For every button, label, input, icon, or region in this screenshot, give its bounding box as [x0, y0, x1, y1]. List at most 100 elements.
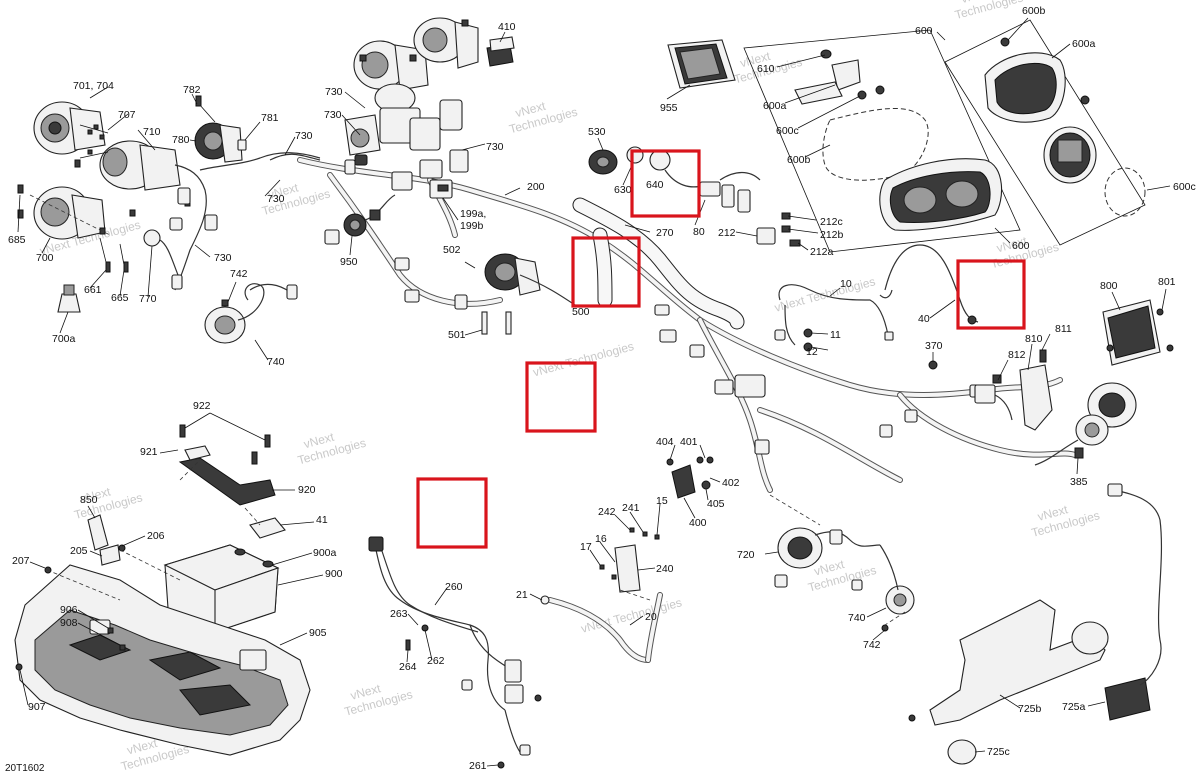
main-harness: [269, 153, 1078, 493]
harness-260: [368, 536, 542, 769]
headlight-lower: [33, 186, 106, 240]
callout-17: 17: [580, 541, 592, 553]
callout-15: 15: [656, 495, 668, 507]
callout-261: 261: [469, 760, 487, 772]
gps-display-955: [667, 39, 736, 89]
gauge-housing-600: [879, 158, 1003, 231]
callout-742-left: 742: [230, 268, 248, 280]
callout-262: 262: [427, 655, 445, 667]
callout-500: 500: [572, 306, 590, 318]
callout-401: 401: [680, 436, 698, 448]
gauge-face: [1043, 126, 1097, 184]
callout-600-bottom: 600: [1012, 240, 1030, 252]
callout-212: 212: [718, 227, 736, 239]
battery-tray-905: [14, 564, 311, 756]
cable-20: [540, 592, 663, 663]
relay-410: [486, 36, 515, 67]
side-connectors: [169, 139, 321, 231]
callout-212a: 212a: [810, 246, 834, 258]
guide-lines: [29, 194, 906, 626]
bracket-810-811-812: [928, 349, 1053, 431]
diagram-code: 20T1602: [5, 763, 45, 774]
callout-16: 16: [595, 533, 607, 545]
callout-264: 264: [399, 661, 417, 673]
callout-661: 661: [84, 284, 102, 296]
callout-780: 780: [172, 134, 190, 146]
headlight-upper: [33, 101, 106, 155]
lamp-740-right: [851, 544, 915, 632]
callout-10: 10: [840, 278, 852, 290]
callout-402: 402: [722, 477, 740, 489]
callout-900a: 900a: [313, 547, 337, 559]
callout-242: 242: [598, 506, 616, 518]
callout-610: 610: [757, 63, 775, 75]
callout-630: 630: [614, 184, 632, 196]
callout-725a: 725a: [1062, 701, 1086, 713]
callout-206: 206: [147, 530, 165, 542]
callout-80: 80: [693, 226, 705, 238]
callout-11: 11: [830, 329, 841, 341]
callout-810: 810: [1025, 333, 1043, 345]
lamp-720: [774, 527, 881, 588]
callout-725b: 725b: [1018, 703, 1042, 715]
control-502-500: [464, 253, 576, 306]
callout-207: 207: [12, 555, 30, 567]
callout-801: 801: [1158, 276, 1176, 288]
callout-730-f: 730: [214, 252, 232, 264]
watermark: vNext Technologies: [531, 339, 635, 379]
gauge-bezel-600a: [984, 37, 1090, 123]
callout-908: 908: [60, 617, 78, 629]
headlight-assemblies-center: [324, 17, 576, 335]
callout-502: 502: [443, 244, 461, 256]
callout-263: 263: [390, 608, 408, 620]
gauge-ring-600c: [1104, 167, 1146, 217]
callout-920: 920: [298, 484, 316, 496]
callout-665: 665: [111, 292, 129, 304]
callout-955: 955: [660, 102, 678, 114]
callout-850: 850: [80, 494, 98, 506]
callout-710: 710: [143, 126, 161, 138]
highlight-box-270: [571, 236, 641, 308]
callout-701-704: 701, 704: [73, 80, 114, 92]
callout-921: 921: [140, 446, 158, 458]
callout-600c-right: 600c: [1173, 181, 1196, 193]
plate-bracket-725: [908, 483, 1163, 765]
callout-770: 770: [139, 293, 157, 305]
callout-900: 900: [325, 568, 343, 580]
callout-742-right: 742: [863, 639, 881, 651]
callout-199b: 199b: [460, 220, 484, 232]
callout-370: 370: [925, 340, 943, 352]
callout-530: 530: [588, 126, 606, 138]
screws-661-665: [99, 237, 129, 273]
callout-707: 707: [118, 109, 136, 121]
callout-922: 922: [193, 400, 211, 412]
gauge-cluster-600: [743, 29, 1021, 253]
callout-270: 270: [656, 227, 674, 239]
speaker-right: [1034, 382, 1137, 466]
handlebar-tube: [572, 197, 745, 330]
callout-600-top: 600: [915, 25, 933, 37]
callout-199a: 199a,: [460, 208, 486, 220]
callout-200: 200: [527, 181, 545, 193]
bulb-socket-770: [143, 229, 183, 290]
bracket-240: [599, 527, 660, 593]
callout-740-left: 740: [267, 356, 285, 368]
callout-781: 781: [261, 112, 279, 124]
callout-812: 812: [1008, 349, 1026, 361]
switch-530-630: [588, 146, 761, 213]
callout-600a-left: 600a: [763, 100, 787, 112]
callout-685: 685: [8, 234, 26, 246]
connectors-199: [394, 179, 468, 310]
callout-501: 501: [448, 329, 466, 341]
battery-hold-down: [178, 424, 286, 539]
gauge-bracket-600a: [794, 49, 885, 105]
terminals-205-206: [44, 514, 126, 574]
callout-640: 640: [646, 179, 664, 191]
callout-410: 410: [498, 21, 516, 33]
bolts-501: [481, 311, 512, 335]
callout-240: 240: [656, 563, 674, 575]
callout-205: 205: [70, 545, 88, 557]
headlight-assemblies-left: [17, 95, 321, 344]
callout-212b: 212b: [820, 229, 844, 241]
